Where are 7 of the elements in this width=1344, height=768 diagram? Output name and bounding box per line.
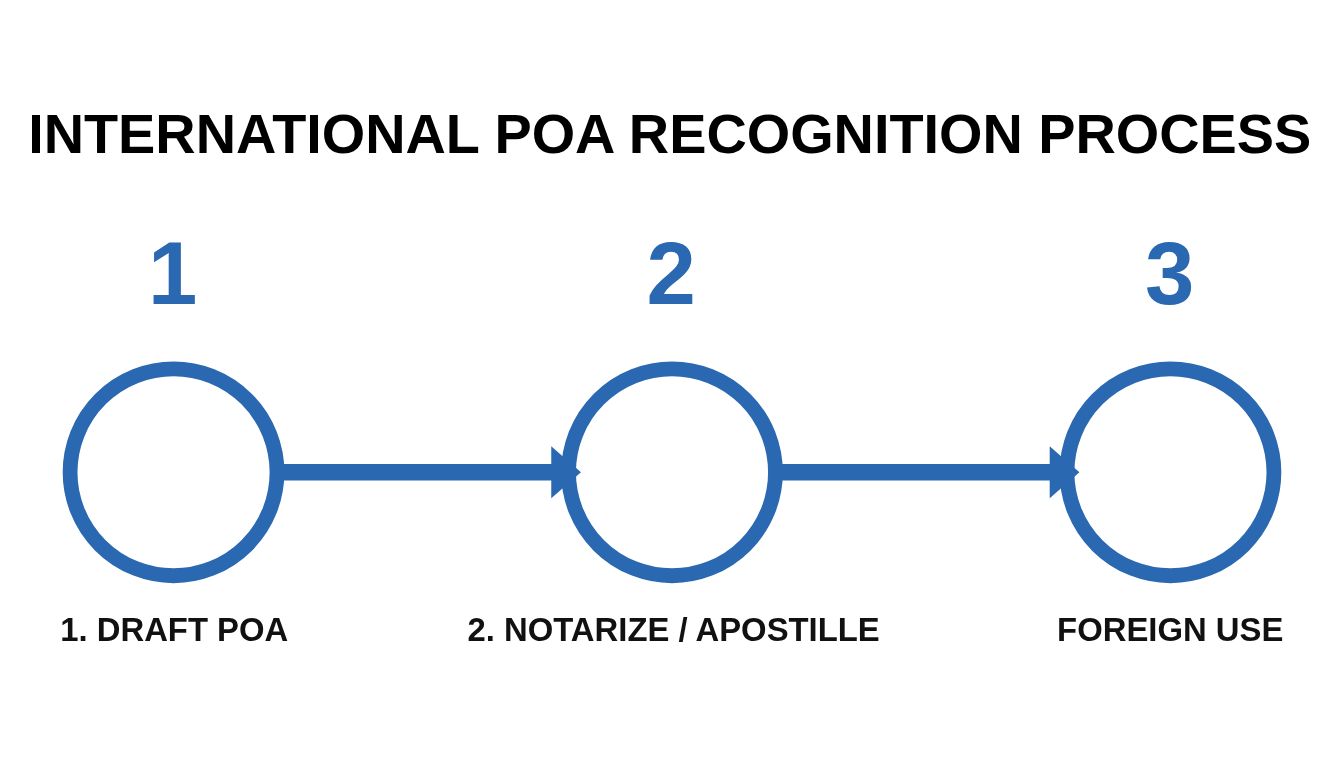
node-label: 1. DRAFT POA bbox=[60, 611, 289, 649]
node-label: FOREIGN USE bbox=[1057, 611, 1284, 649]
node-label: 2 bbox=[646, 224, 696, 324]
diagram-title: INTERNATIONAL POA RECOGNITION PROCESS bbox=[28, 102, 1312, 166]
node-label: 2. NOTARIZE / APOSTILLE bbox=[467, 611, 880, 649]
node-label: 3 bbox=[1145, 224, 1195, 324]
node-label: 1 bbox=[148, 224, 198, 324]
